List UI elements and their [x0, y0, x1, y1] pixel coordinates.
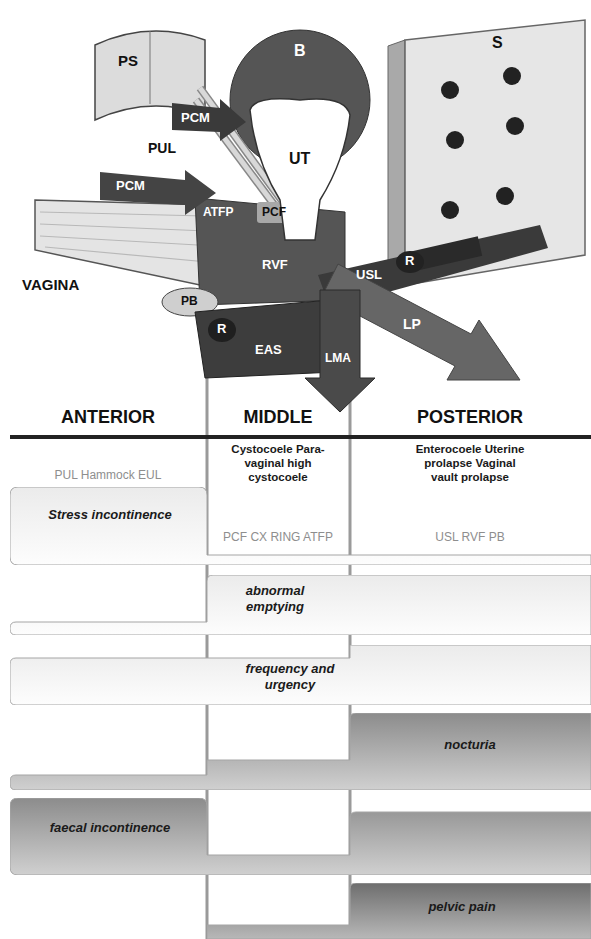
band-shape	[207, 883, 591, 939]
external-anal-sphincter	[195, 300, 335, 378]
band-shape	[10, 487, 591, 565]
band-outline	[10, 798, 591, 875]
symptom-band: pelvic pain	[207, 883, 591, 939]
band-shape	[10, 713, 591, 790]
symptom-label: Stress incontinence	[25, 507, 195, 523]
anatomy-label: PUL	[148, 140, 176, 156]
anatomy-label: B	[294, 42, 306, 60]
anatomy-label: RVF	[262, 258, 288, 273]
symptom-label: nocturia	[410, 737, 530, 753]
column-header: POSTERIOR	[355, 407, 585, 429]
prolapse-list: Enterocoele Uterine prolapse Vaginal vau…	[410, 443, 530, 484]
anatomy-label: PS	[118, 52, 138, 69]
anatomy-label: R	[405, 254, 414, 269]
rectum	[208, 318, 236, 342]
band-outline	[10, 487, 591, 565]
column-header: MIDDLE	[211, 407, 346, 429]
anatomy-label: ATFP	[203, 206, 233, 220]
anatomy-label: R	[217, 322, 226, 337]
rectum	[396, 251, 424, 273]
band-outline	[207, 883, 591, 939]
band-shape	[10, 645, 591, 705]
longitudinal-muscle-arrow	[305, 290, 375, 412]
symptom-label: pelvic pain	[387, 899, 537, 915]
symphysis-line	[150, 31, 151, 104]
anatomy-label: VAGINA	[22, 276, 79, 293]
anatomy-label: EAS	[255, 343, 282, 358]
prolapse-list: Cystocoele Para-vaginal high cystocoele	[228, 443, 328, 484]
symptom-band: Stress incontinence	[10, 487, 591, 565]
anatomy-label: PCF	[262, 206, 286, 220]
structure-list: PCF CX RING ATFP	[208, 530, 348, 544]
column-header: ANTERIOR	[13, 407, 203, 429]
symptom-band: faecal incontinence	[10, 798, 591, 875]
sacrum-side	[388, 40, 405, 285]
band-shape	[10, 798, 591, 875]
rectovaginal-fascia	[195, 198, 345, 305]
anatomy-label: LP	[403, 316, 421, 332]
symptom-label: faecal incontinence	[25, 820, 195, 836]
symptom-label: frequency and urgency	[225, 661, 355, 694]
anatomy-label: PB	[181, 295, 198, 309]
uterus	[250, 99, 350, 240]
anatomy-label: S	[492, 34, 503, 52]
muscle-force-arrow	[100, 170, 216, 215]
structure-list: PUL Hammock EUL	[13, 468, 203, 482]
header-rule	[10, 435, 591, 439]
symptom-label: abnormal emptying	[225, 583, 325, 616]
symptom-band: abnormal emptying	[10, 575, 591, 635]
anatomy-label: USL	[356, 268, 382, 283]
anatomy-label: PCM	[181, 111, 210, 126]
band-shape	[10, 575, 591, 635]
anatomy-label: LMA	[325, 352, 351, 366]
muscle-force-arrow	[172, 99, 246, 141]
structure-list: USL RVF PB	[390, 530, 550, 544]
band-outline	[10, 713, 591, 790]
anatomy-label: UT	[289, 150, 310, 168]
symptom-band: nocturia	[10, 713, 591, 790]
symptom-band: frequency and urgency	[10, 645, 591, 705]
anatomy-label: PCM	[116, 179, 145, 194]
